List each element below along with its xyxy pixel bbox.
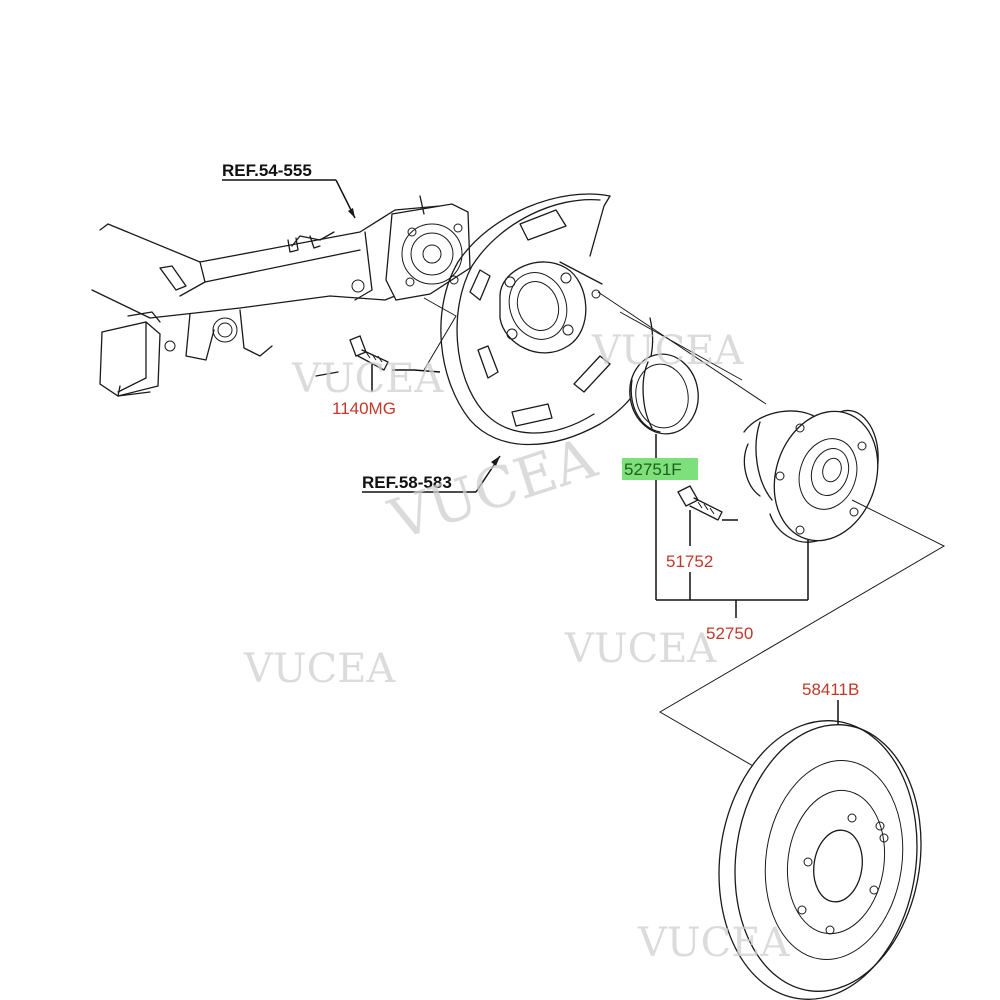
part-51752-label: 51752 [666, 552, 713, 571]
oil-seal-52751f [629, 353, 699, 458]
assembly-guide-lines [423, 291, 946, 771]
part-52751f-label: 52751F [624, 460, 682, 479]
watermark: VUCEA [591, 328, 744, 374]
leader-ref-axle [222, 179, 356, 219]
bracket-52750 [655, 480, 808, 618]
ref-axle-label: REF.54-555 [222, 161, 312, 180]
part-1140mg-label: 1140MG [332, 399, 396, 418]
watermark: VUCEA [564, 626, 717, 672]
watermark: VUCEA [637, 920, 790, 966]
leader-ref-shield [362, 455, 501, 493]
bolt-1140mg [349, 335, 441, 392]
highlight-52751f [622, 458, 698, 480]
hub-bolt-51752 [677, 485, 738, 546]
wheel-hub-assembly-52750 [743, 409, 879, 600]
part-52750-label: 52750 [706, 624, 753, 643]
rear-axle-beam [91, 195, 471, 397]
watermark: VUCEA [381, 426, 604, 554]
part-58411b-label: 58411B [802, 680, 859, 699]
brake-disc-58411b [718, 700, 922, 1000]
watermarks: VUCEA VUCEA VUCEA VUCEA VUCEA VUCEA [243, 328, 790, 966]
brake-dust-shield [440, 193, 654, 446]
watermark: VUCEA [243, 646, 396, 692]
watermark: VUCEA [291, 356, 444, 402]
ref-shield-label: REF.58-583 [362, 473, 452, 492]
